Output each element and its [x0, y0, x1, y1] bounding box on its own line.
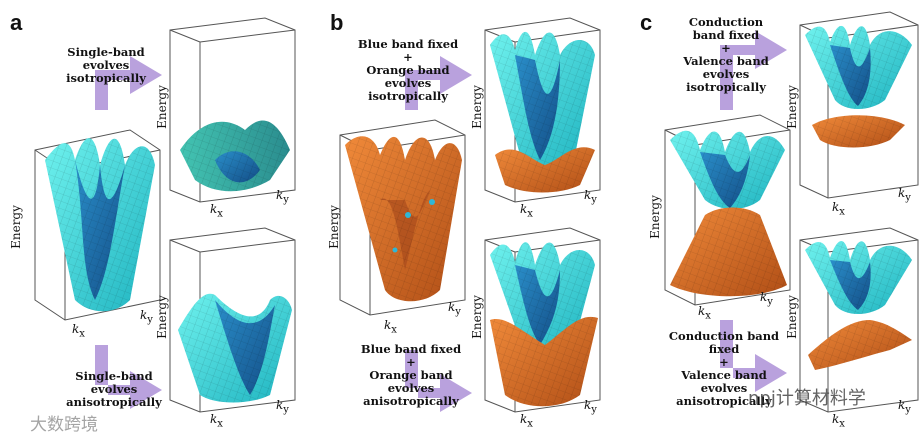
panel-b-top-ky-label: ky — [584, 188, 597, 206]
panel-a-main-kx-label: kx — [72, 322, 85, 340]
panel-c-main-kx-label: kx — [698, 304, 711, 322]
panel-c-arrows — [720, 31, 787, 392]
panel-b-top-box — [484, 17, 601, 203]
watermark-right: npj计算材料学 — [748, 388, 866, 409]
panel-c-top-box — [799, 11, 919, 199]
panel-c-top-ky-label: ky — [898, 186, 911, 204]
panel-a-arrows — [95, 56, 162, 409]
panel-c-bottom-ky-label: ky — [898, 398, 911, 416]
panel-b-main-kx-label: kx — [384, 318, 397, 336]
panel-b-main-ky-label: ky — [448, 300, 461, 318]
panel-b-bottom-energy-label: Energy — [469, 295, 484, 339]
panel-c-main-energy-label: Energy — [647, 195, 662, 239]
watermark-left: 大数跨境 — [30, 415, 98, 435]
panel-c-top-energy-label: Energy — [784, 85, 799, 129]
panel-a-main-box — [34, 129, 161, 321]
panel-c-bottom-kx-label: kx — [832, 412, 845, 430]
panel-b-bottom-kx-label: kx — [520, 412, 533, 430]
panel-c-main-ky-label: ky — [760, 290, 773, 308]
panel-b-main-box — [339, 119, 466, 316]
panel-b-top-energy-label: Energy — [469, 85, 484, 129]
panel-b-bottom-ky-label: ky — [584, 398, 597, 416]
panel-letter-a: a — [10, 10, 23, 35]
panel-a-bottom-kx-label: kx — [210, 412, 223, 430]
panel-a-top-kx-label: kx — [210, 202, 223, 220]
panel-c-bottom-box — [799, 227, 919, 413]
panel-letter-c: c — [640, 10, 653, 35]
panel-c-bottom-energy-label: Energy — [784, 295, 799, 339]
panel-a-bottom-box — [169, 227, 296, 413]
panel-letter-b: b — [330, 10, 344, 35]
panel-a-top-box — [169, 17, 296, 203]
panel-c-main-box — [664, 114, 791, 306]
panel-b-bottom-box — [484, 227, 601, 413]
panel-c-top-kx-label: kx — [832, 200, 845, 218]
panel-b-top-kx-label: kx — [520, 202, 533, 220]
panel-a-main-energy-label: Energy — [8, 205, 23, 249]
panel-a-top-ky-label: ky — [276, 188, 289, 206]
panel-a-bottom-ky-label: ky — [276, 398, 289, 416]
panel-a-bottom-energy-label: Energy — [154, 295, 169, 339]
panel-b-main-energy-label: Energy — [326, 205, 341, 249]
panel-b-arrows — [405, 56, 472, 412]
panel-a-top-energy-label: Energy — [154, 85, 169, 129]
panel-a-main-ky-label: ky — [140, 308, 153, 326]
